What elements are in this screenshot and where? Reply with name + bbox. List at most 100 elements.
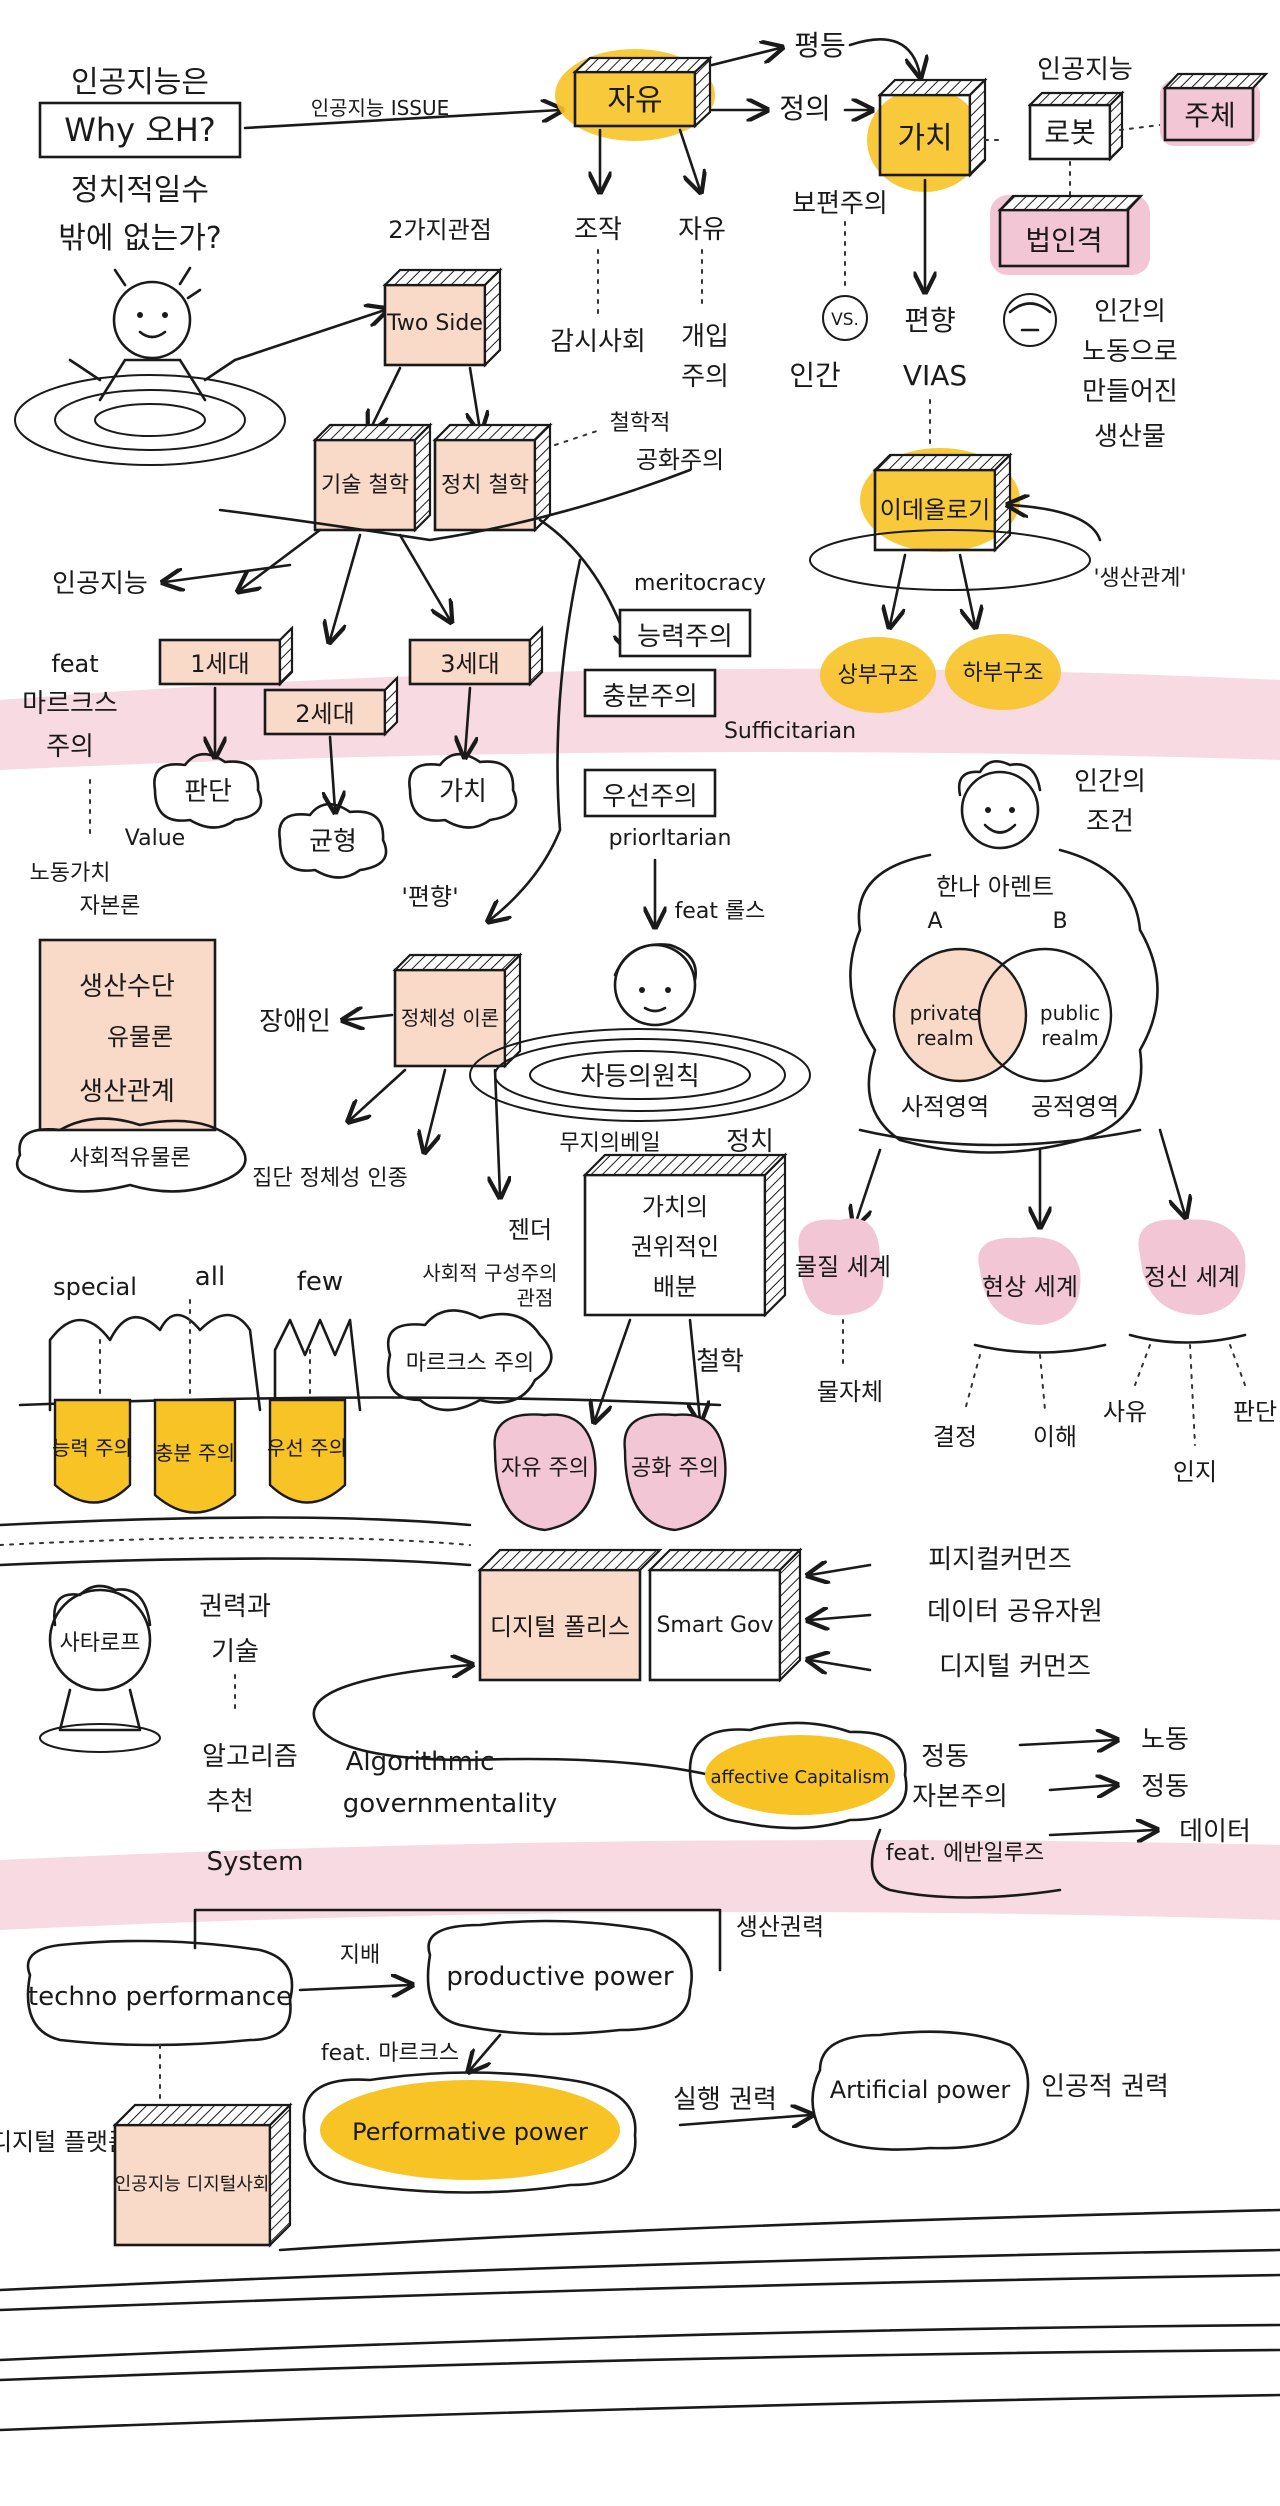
ideology-node: 이데올로기 — [880, 496, 990, 524]
control-label: 조작 — [574, 215, 622, 245]
feat-label: feat — [51, 650, 98, 678]
decision-label: 결정 — [933, 1423, 977, 1451]
material-world-node: 물질 세계 — [795, 1253, 891, 1281]
authoritative-3: 배분 — [653, 1273, 697, 1301]
prioritarian-en: priorItarian — [609, 826, 732, 851]
prioritarian-node: 우선주의 — [602, 782, 698, 812]
thinking-label: 사유 — [1103, 1398, 1147, 1426]
intro-line4: 밖에 없는가? — [58, 221, 221, 256]
power-tech-2: 기술 — [211, 1637, 259, 1667]
private-area-label: 사적영역 — [901, 1093, 989, 1121]
private-realm: private — [910, 1001, 981, 1025]
meritocracy-en: meritocracy — [634, 571, 766, 596]
means-1: 생산수단 — [79, 972, 175, 1002]
intro-line2: Why 오H? — [64, 111, 216, 149]
thing-itself-label: 물자체 — [817, 1378, 883, 1406]
merit-node: 능력 주의 — [52, 1436, 132, 1460]
social-materialism-cloud: 사회적유물론 — [15, 1117, 247, 1193]
superstructure-node: 상부구조 — [838, 663, 919, 688]
gender-3: 관점 — [517, 1286, 554, 1310]
equality-label: 평등 — [794, 29, 846, 62]
bust-statue-icon — [39, 1584, 161, 1753]
freedom-node: 자유 — [607, 83, 662, 118]
label-b: B — [1052, 909, 1067, 934]
few-label: few — [297, 1267, 343, 1297]
human-condition-2: 조건 — [1086, 807, 1134, 837]
disabled-label: 장애인 — [259, 1007, 331, 1037]
private-realm-2: realm — [916, 1026, 973, 1050]
means-3: 생산관계 — [79, 1077, 175, 1107]
republicanism-label: 공화주의 — [636, 446, 724, 474]
phenomenal-world-node: 현상 세계 — [982, 1273, 1078, 1301]
physical-commons-label: 피지컬커먼즈 — [928, 1545, 1072, 1575]
all-label: all — [195, 1262, 225, 1292]
public-realm: public — [1040, 1001, 1100, 1025]
universalism-label: 보편주의 — [792, 189, 888, 219]
emotion-cap-2: 자본주의 — [912, 1782, 1008, 1812]
recommend-label: 추천 — [206, 1787, 254, 1817]
human-label: 인간 — [789, 359, 841, 392]
difference-principle-node: 차등의원칙 — [580, 1062, 700, 1092]
sufficientarian-node: 충분주의 — [602, 682, 698, 712]
philosophy-label: 철학 — [696, 1347, 744, 1377]
feat-rawls-label: feat 롤스 — [675, 899, 766, 924]
productive-kr-label: 생산권력 — [736, 1913, 824, 1941]
base-node: 하부구조 — [963, 661, 1044, 686]
subject-node: 주체 — [1184, 99, 1236, 132]
smiling-face-icon — [957, 760, 1042, 850]
means-2: 유물론 — [107, 1023, 173, 1051]
value-cloud: 가치 — [408, 752, 518, 829]
feat-spinoza-label: feat. 에반일루즈 — [886, 1841, 1045, 1866]
group-identity-label: 집단 정체성 인종 — [252, 1166, 408, 1191]
intervention-1: 개입 — [681, 322, 729, 352]
gen3-node: 3세대 — [440, 650, 499, 678]
governmentality-label: governmentality — [343, 1789, 557, 1819]
bias-en-label: VIAS — [903, 359, 967, 392]
special-label: special — [53, 1273, 137, 1301]
bias-label: 편향 — [904, 304, 956, 337]
intro-question: 인공지능은 Why 오H? 정치적일수 밖에 없는가? — [38, 65, 242, 256]
political-philosophy-node: 정치 철학 — [441, 473, 529, 498]
veil-label: 무지의베일 — [559, 1131, 660, 1156]
affective-node: affective Capitalism — [711, 1767, 890, 1788]
authoritative-2: 권위적인 — [631, 1233, 719, 1261]
understanding-label: 이해 — [1033, 1423, 1077, 1451]
sufficientarian-en: Sufficitarian — [724, 719, 856, 744]
marxism-2: 주의 — [46, 732, 94, 762]
mode-of-production-label: '생산관계' — [1093, 566, 1186, 591]
gender-1: 젠더 — [508, 1216, 552, 1244]
smart-gov-node: Smart Gov — [656, 1613, 773, 1638]
robot-ai-label: 인공지능 — [1037, 55, 1133, 85]
digital-commons-label: 디지털 커먼즈 — [939, 1652, 1091, 1682]
emotion-label: 정동 — [1141, 1772, 1189, 1802]
prior-node: 우선 주의 — [267, 1436, 347, 1460]
artificial-power-node: Artificial power — [830, 2076, 1011, 2104]
algorithmic-label: Algorithmic — [346, 1747, 495, 1777]
issue-label: 인공지능 ISSUE — [311, 96, 450, 120]
svg-text:마르크스 주의: 마르크스 주의 — [406, 1351, 534, 1376]
domination-label: 지배 — [340, 1943, 380, 1968]
human-labor-2: 노동으로 — [1082, 337, 1178, 367]
vs-label: VS. — [831, 310, 859, 330]
authoritative-1: 가치의 — [642, 1193, 708, 1221]
stick-figure-icon — [14, 266, 286, 466]
liberalism-node: 자유 주의 — [501, 1456, 589, 1481]
bust-name: 사타로프 — [60, 1631, 141, 1656]
marxism-cloud: 마르크스 주의 — [386, 1309, 553, 1412]
judgment-cloud: 판단 — [153, 752, 263, 829]
suff-node: 충분 주의 — [155, 1441, 235, 1465]
performative-power-node: Performative power — [352, 2118, 588, 2146]
svg-text:균형: 균형 — [309, 827, 357, 857]
human-condition-1: 인간의 — [1074, 767, 1146, 797]
republicanism-node: 공화 주의 — [631, 1456, 719, 1481]
face-icon — [613, 943, 697, 1027]
identity-theory-node: 정체성 이론 — [401, 1006, 499, 1030]
balance-cloud: 균형 — [278, 802, 388, 879]
data-label: 데이터 — [1179, 1817, 1251, 1847]
marxism-1: 마르크스 — [22, 689, 118, 719]
feat-marx-label: feat. 마르크스 — [321, 2041, 459, 2066]
intervention-2: 주의 — [681, 362, 729, 392]
judgment2-label: 판단 — [1233, 1398, 1277, 1426]
human-labor-4: 생산물 — [1094, 422, 1166, 452]
